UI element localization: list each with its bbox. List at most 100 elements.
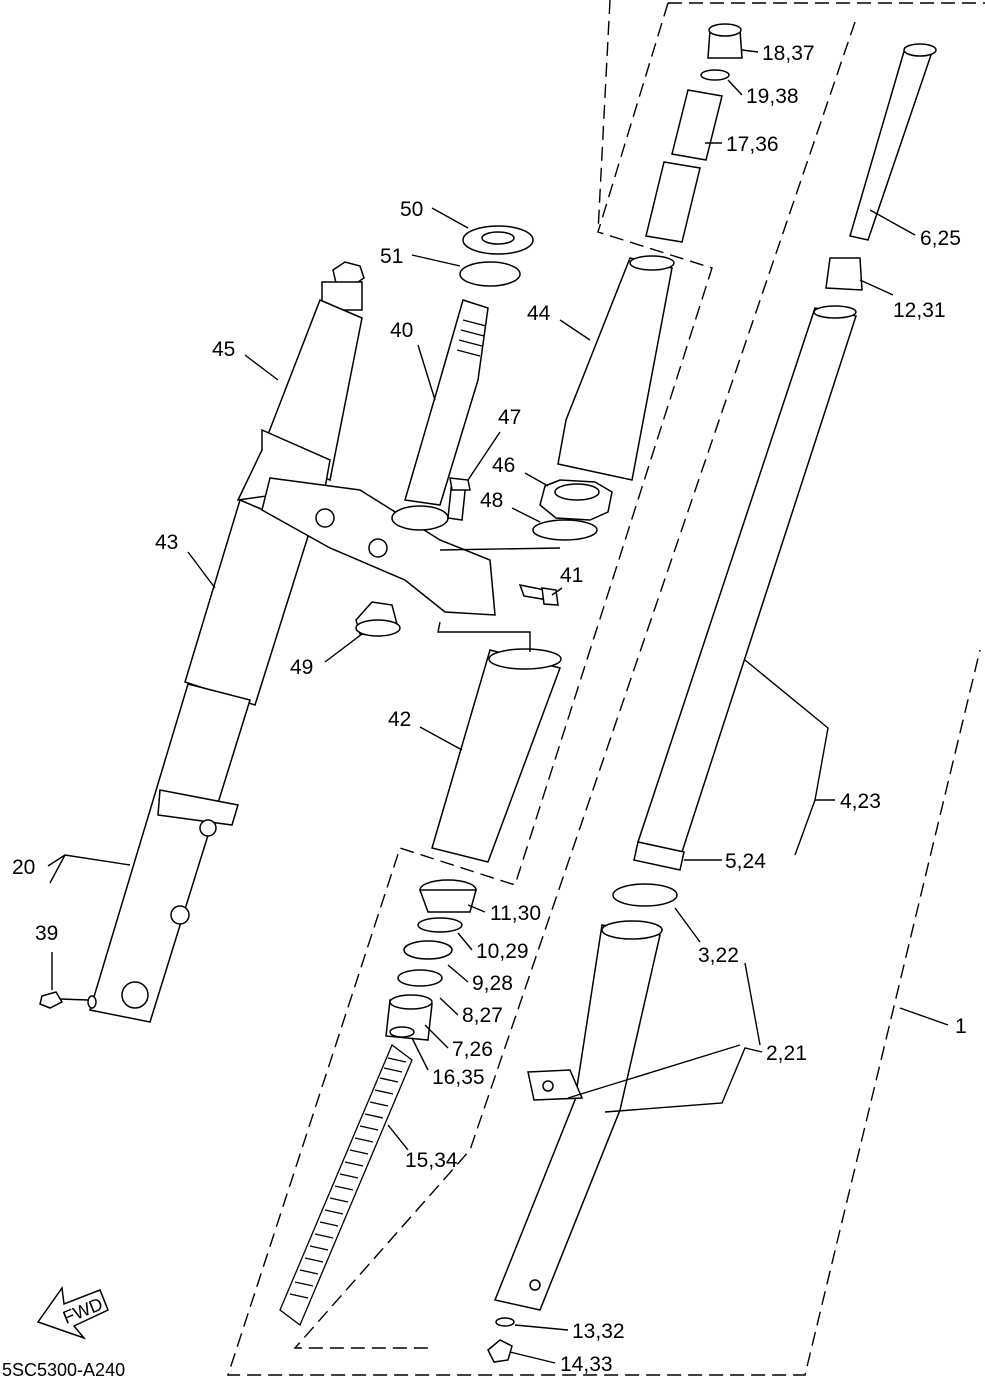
leader-4-23-b bbox=[794, 799, 816, 856]
callout-16-35: 16,35 bbox=[432, 1066, 485, 1089]
callout-39: 39 bbox=[35, 922, 58, 945]
leader-14-33 bbox=[509, 1351, 556, 1364]
callout-3-22: 3,22 bbox=[698, 944, 739, 967]
part-4-inner-tube bbox=[637, 307, 857, 853]
leader-19-38 bbox=[727, 79, 743, 96]
part-17-spacer bbox=[671, 89, 723, 161]
part-41-bolt-head bbox=[541, 587, 559, 606]
leader-8-27 bbox=[439, 997, 459, 1016]
left-fork-assembly bbox=[39, 261, 365, 1023]
leader-1 bbox=[899, 1007, 949, 1026]
part-8-washer bbox=[397, 969, 443, 987]
leader-3-22 bbox=[674, 907, 701, 943]
part-2-slider-top bbox=[601, 920, 663, 940]
part-42-outer-tube bbox=[431, 649, 561, 863]
leader-41 bbox=[551, 587, 563, 596]
fork-spring-coils bbox=[279, 1043, 413, 1327]
part-39-washer bbox=[87, 995, 97, 1009]
part-13-gasket bbox=[495, 1317, 515, 1327]
callout-6-25: 6,25 bbox=[920, 227, 961, 250]
callout-11-30: 11,30 bbox=[490, 902, 541, 925]
leader-bracket-link bbox=[439, 547, 561, 551]
part-18-cap-top bbox=[708, 23, 742, 37]
part-47-bolt-head bbox=[449, 477, 471, 491]
part-2-outer-slider bbox=[493, 924, 661, 1311]
part-7-bushing-top bbox=[389, 994, 433, 1010]
part-39-bolt bbox=[39, 991, 64, 1009]
leader-lines bbox=[47, 49, 949, 1364]
leader-bracket-link-b bbox=[437, 621, 531, 652]
leader-47 bbox=[467, 431, 501, 481]
leader-2-21 bbox=[604, 1047, 763, 1113]
callout-20: 20 bbox=[12, 856, 35, 879]
callout-5-24: 5,24 bbox=[725, 850, 766, 873]
callout-10-29: 10,29 bbox=[476, 940, 529, 963]
leader-15-34 bbox=[387, 1124, 409, 1151]
under-bracket-hole-mid bbox=[368, 538, 388, 558]
leader-45 bbox=[244, 354, 279, 381]
part-15-fork-spring bbox=[279, 1043, 413, 1327]
leader-49 bbox=[324, 633, 363, 663]
callout-43: 43 bbox=[155, 531, 178, 554]
callout-46: 46 bbox=[492, 454, 515, 477]
leader-3-22-b bbox=[744, 962, 761, 1046]
callout-51: 51 bbox=[380, 245, 403, 268]
callout-9-28: 9,28 bbox=[472, 972, 513, 995]
left-axle-hole bbox=[121, 981, 149, 1009]
part-44-cover-top bbox=[629, 255, 675, 271]
leader-50 bbox=[431, 207, 469, 229]
group-boundaries bbox=[227, 0, 985, 1376]
steering-assembly bbox=[261, 225, 613, 637]
callouts: 1 2,21 3,22 4,23 5,24 6,25 7,26 8,27 9,2… bbox=[12, 42, 967, 1376]
part-6-damper-rod bbox=[849, 47, 933, 241]
callout-47: 47 bbox=[498, 406, 521, 429]
leader-16-35 bbox=[411, 1037, 429, 1071]
part-2-bracket bbox=[527, 1069, 584, 1101]
leader-2-21-b bbox=[567, 1044, 741, 1099]
callout-50: 50 bbox=[400, 198, 423, 221]
leader-20-b bbox=[49, 854, 66, 884]
leader-7-26 bbox=[424, 1024, 449, 1049]
part-2-drain-hole bbox=[529, 1279, 541, 1291]
fwd-arrow-icon bbox=[36, 1285, 109, 1340]
part-40-stem-thread bbox=[456, 319, 487, 357]
seal-stack bbox=[385, 879, 477, 1041]
callout-40: 40 bbox=[390, 319, 413, 342]
leader-9-28 bbox=[447, 964, 469, 983]
drawing-code: 5SC5300-A240 bbox=[2, 1360, 125, 1380]
right-fork-covers bbox=[431, 255, 675, 863]
left-slider-bolt-hole bbox=[199, 819, 217, 837]
leader-46 bbox=[524, 472, 549, 487]
part-39-bolt-shank bbox=[59, 998, 89, 1001]
callout-2-21: 2,21 bbox=[766, 1042, 807, 1065]
callout-19-38: 19,38 bbox=[746, 85, 799, 108]
part-40-steering-stem bbox=[404, 299, 489, 506]
part-45-fork-cover bbox=[261, 299, 363, 482]
part-20-lower-slider bbox=[89, 683, 251, 1023]
right-slider-assembly bbox=[487, 883, 678, 1363]
callout-1: 1 bbox=[955, 1015, 967, 1038]
callout-45: 45 bbox=[212, 338, 235, 361]
leader-10-29 bbox=[457, 932, 473, 951]
callout-18-37: 18,37 bbox=[762, 42, 815, 65]
callout-49: 49 bbox=[290, 656, 313, 679]
leader-11-30 bbox=[467, 904, 486, 913]
callout-41: 41 bbox=[560, 564, 583, 587]
leader-4-23 bbox=[744, 659, 835, 801]
part-51-bearing bbox=[459, 261, 521, 287]
part-6-rod-top bbox=[903, 43, 937, 57]
callout-14-33: 14,33 bbox=[560, 1353, 613, 1376]
leader-43 bbox=[187, 551, 216, 589]
leader-44 bbox=[559, 319, 591, 341]
leader-40 bbox=[417, 344, 436, 401]
inner-tube-assembly bbox=[633, 43, 937, 871]
part-4-tube-top bbox=[813, 305, 857, 319]
leader-48 bbox=[511, 507, 541, 523]
fwd-arrow: FWD bbox=[36, 1285, 109, 1340]
part-12-oil-lock bbox=[825, 257, 863, 291]
leader-42 bbox=[419, 726, 463, 751]
left-slider-bracket bbox=[157, 789, 239, 826]
part-14-drain-bolt bbox=[487, 1339, 513, 1363]
part-10-clip bbox=[417, 917, 463, 933]
